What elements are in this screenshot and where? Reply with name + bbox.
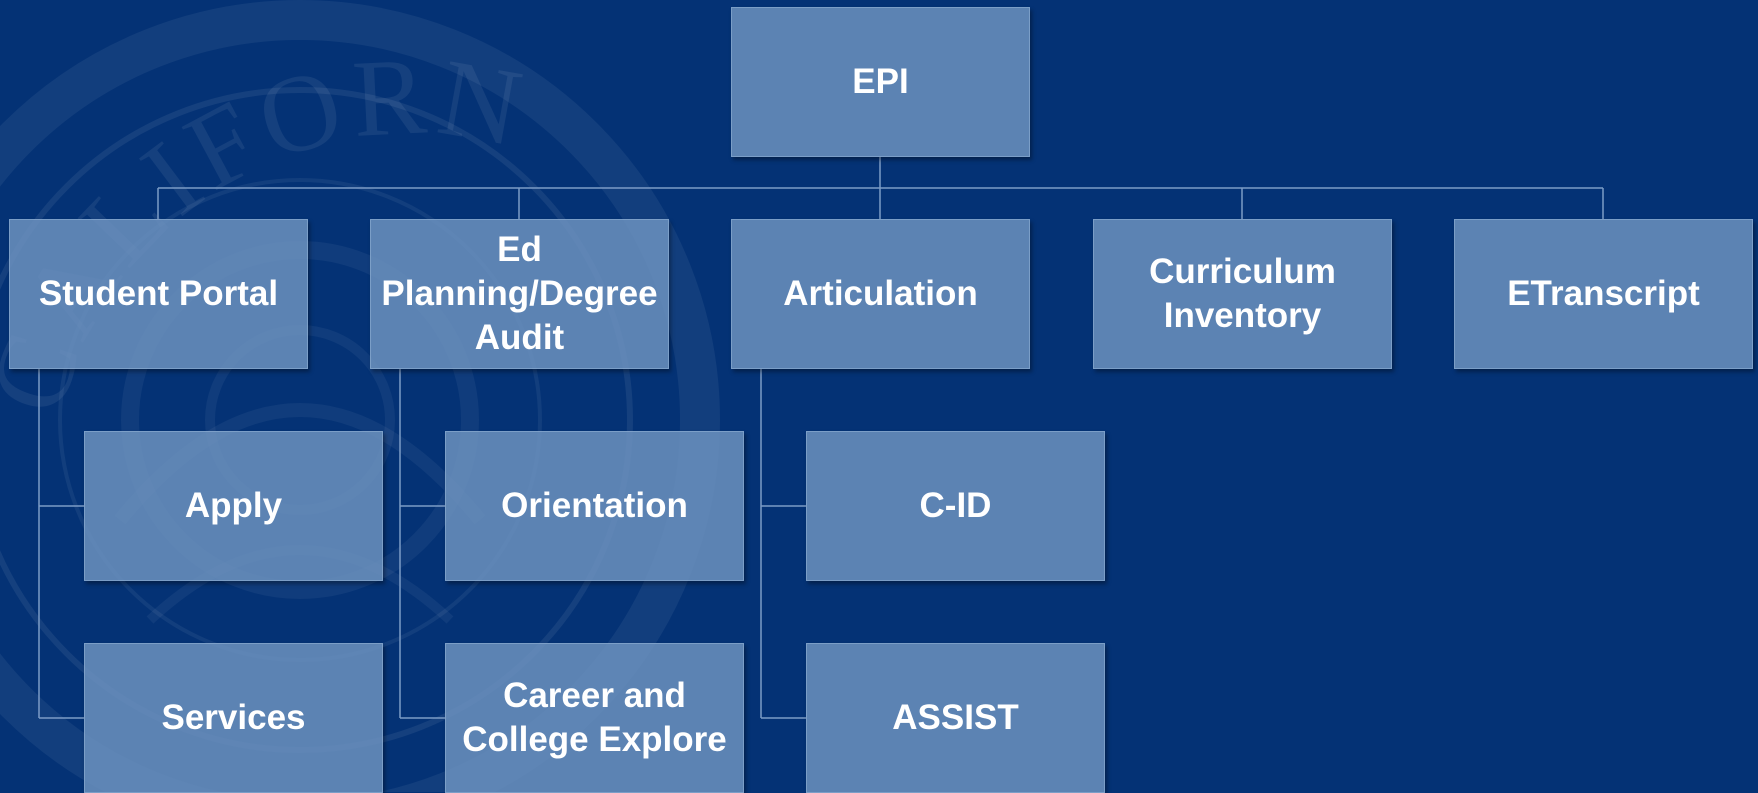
node-student-portal: Student Portal bbox=[9, 219, 308, 369]
node-curriculum-inventory: Curriculum Inventory bbox=[1093, 219, 1392, 369]
node-ed-planning-degree-audit: Ed Planning/Degree Audit bbox=[370, 219, 669, 369]
node-services: Services bbox=[84, 643, 383, 793]
node-etranscript: ETranscript bbox=[1454, 219, 1753, 369]
node-assist: ASSIST bbox=[806, 643, 1105, 793]
node-career-and-college-explore: Career and College Explore bbox=[445, 643, 744, 793]
node-apply: Apply bbox=[84, 431, 383, 581]
node-epi: EPI bbox=[731, 7, 1030, 157]
node-articulation: Articulation bbox=[731, 219, 1030, 369]
node-orientation: Orientation bbox=[445, 431, 744, 581]
node-c-id: C-ID bbox=[806, 431, 1105, 581]
